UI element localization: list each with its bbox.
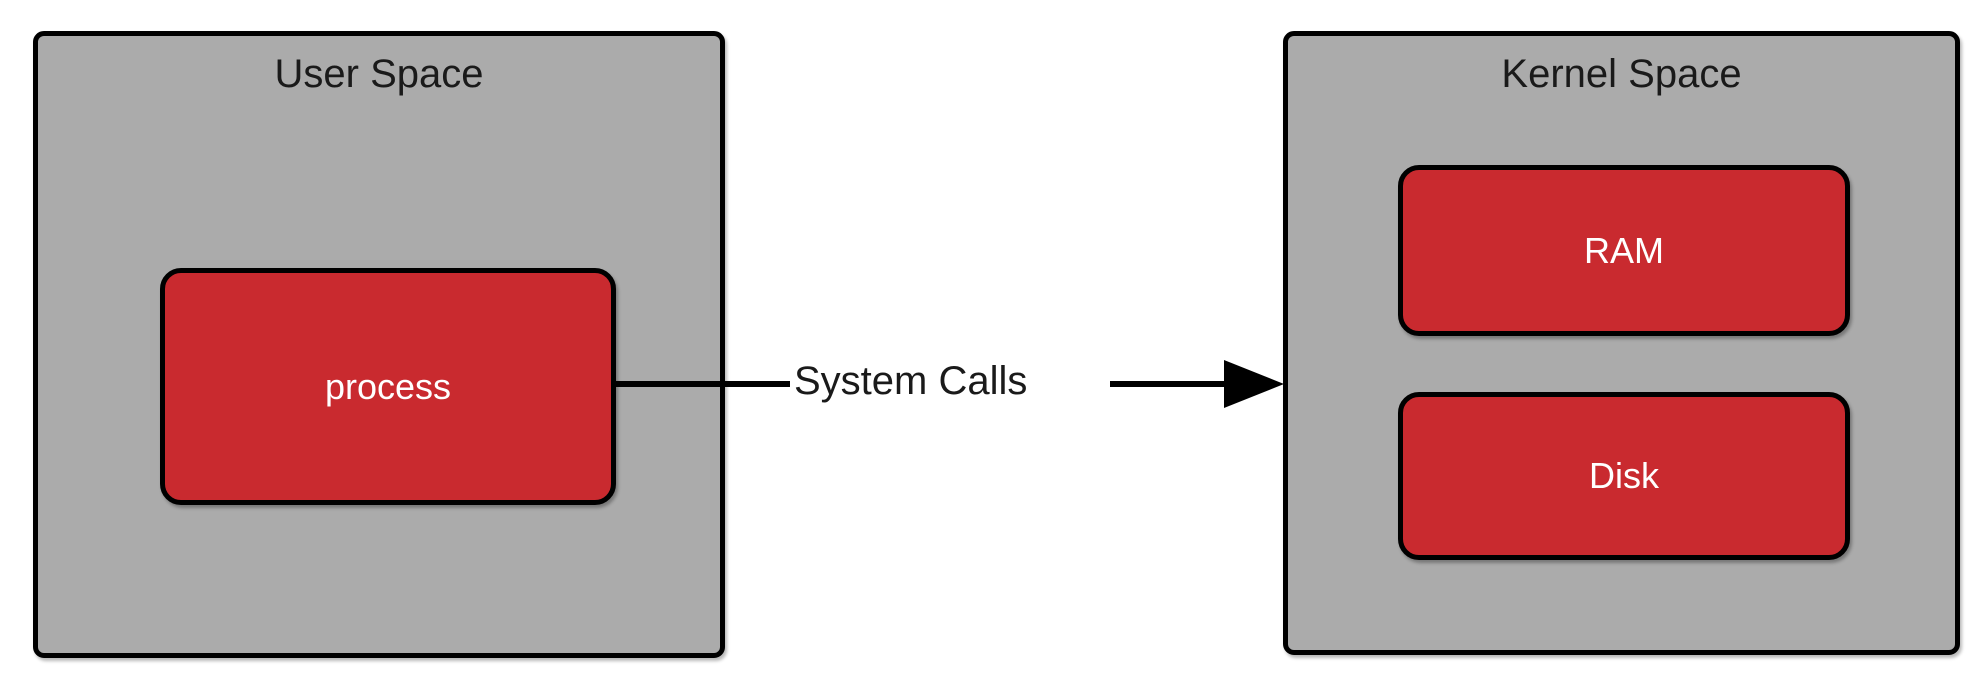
disk-box[interactable]: Disk — [1398, 392, 1850, 560]
system-calls-arrowhead-icon — [1224, 360, 1284, 408]
user-space-title: User Space — [274, 52, 484, 96]
ram-box[interactable]: RAM — [1398, 165, 1850, 336]
system-calls-label: System Calls — [790, 357, 1032, 405]
kernel-space-container[interactable]: Kernel Space — [1283, 31, 1960, 655]
process-label: process — [324, 365, 452, 407]
process-box[interactable]: process — [160, 268, 616, 505]
disk-label: Disk — [1589, 455, 1659, 496]
kernel-space-title: Kernel Space — [1501, 52, 1742, 96]
ram-label: RAM — [1584, 229, 1664, 271]
